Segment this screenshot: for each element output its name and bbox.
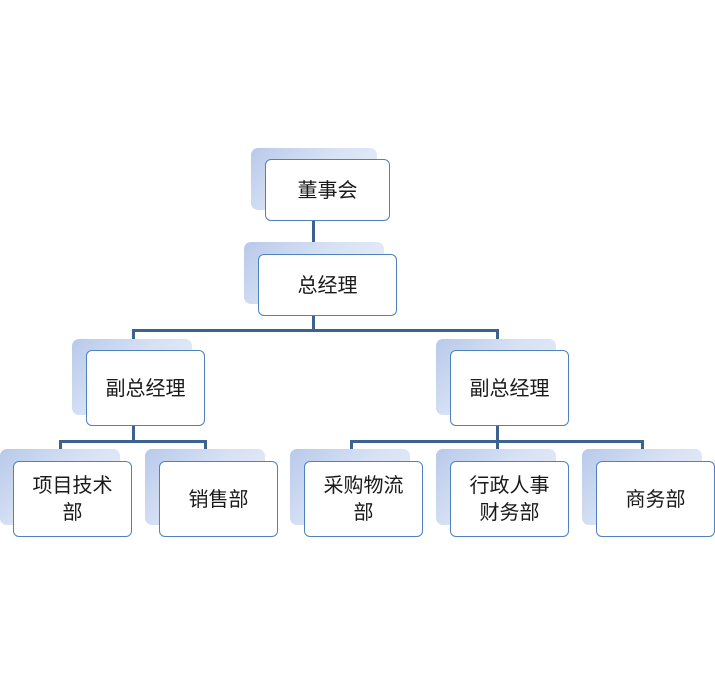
node-board: 董事会 <box>265 159 390 221</box>
node-label-vp-right: 副总经理 <box>469 375 550 400</box>
node-business: 商务部 <box>596 461 715 537</box>
node-admin-hr-finance: 行政人事财务部 <box>450 461 569 537</box>
connector-board-gm <box>312 220 315 256</box>
node-label-vp-left: 副总经理 <box>105 375 186 400</box>
node-label-business: 商务部 <box>625 486 686 511</box>
connector-gm-down <box>312 315 315 331</box>
node-label-gm: 总经理 <box>297 272 358 297</box>
node-sales: 销售部 <box>159 461 278 537</box>
node-vp-left: 副总经理 <box>86 350 205 426</box>
node-label-procurement-logistics: 采购物流部 <box>323 473 404 524</box>
node-label-admin-hr-finance: 行政人事财务部 <box>469 473 550 524</box>
node-procurement-logistics: 采购物流部 <box>304 461 423 537</box>
node-label-board: 董事会 <box>297 177 358 202</box>
connector-left-bus <box>59 440 207 443</box>
node-gm: 总经理 <box>258 254 397 316</box>
node-project-tech: 项目技术部 <box>13 461 132 537</box>
node-label-project-tech: 项目技术部 <box>32 473 113 524</box>
node-label-sales: 销售部 <box>188 486 249 511</box>
node-vp-right: 副总经理 <box>450 350 569 426</box>
connector-vp-right-down <box>496 426 499 442</box>
connector-vp-bus <box>132 329 499 332</box>
connector-vp-left-down <box>132 426 135 442</box>
